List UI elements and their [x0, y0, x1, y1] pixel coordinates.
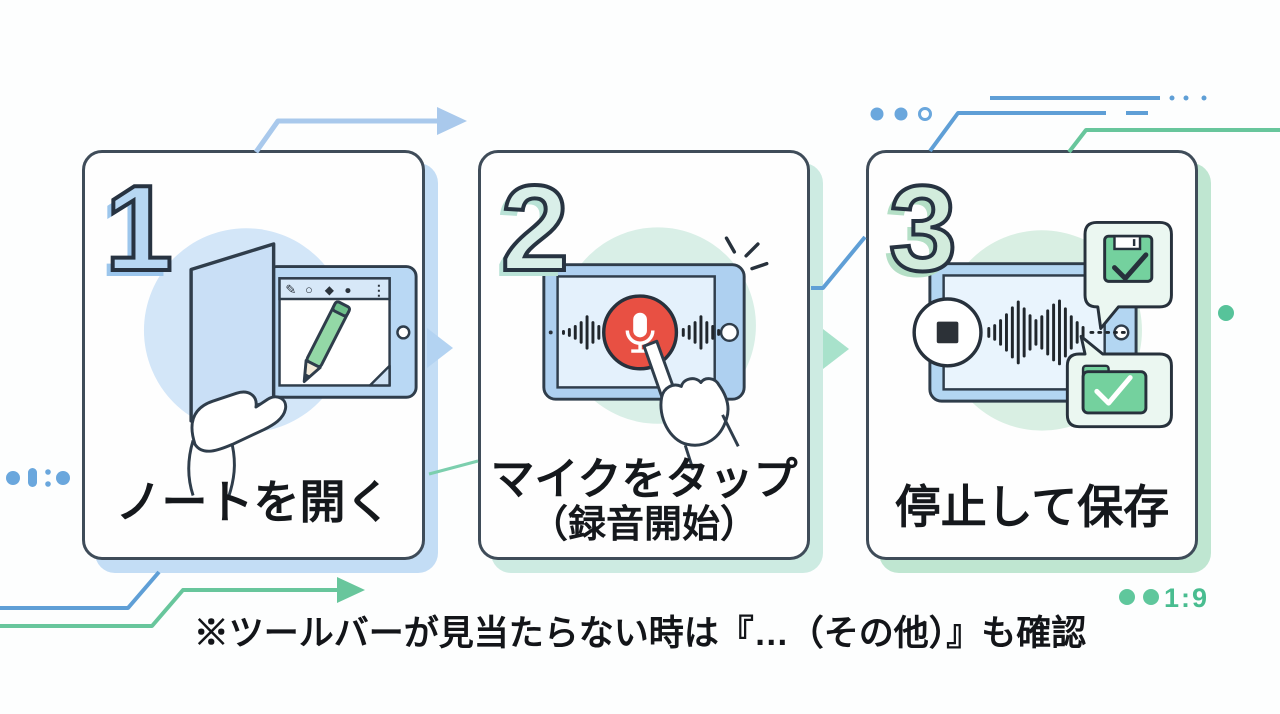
bottom-left-blue-line [0, 570, 161, 610]
step-number: 3 [887, 158, 959, 298]
folder-saved-icon [1081, 364, 1148, 415]
more-icon: ⋮ [372, 283, 386, 298]
gap-blue-connector [811, 235, 867, 290]
step-1-illustration: ✎ ○ ◆ ● ⋮ [143, 228, 418, 498]
step-number: 2 [499, 158, 571, 298]
home-button-icon [396, 325, 411, 340]
arrow-step1-to-step2 [427, 328, 453, 368]
step-2-illustration [542, 227, 769, 471]
top-left-arrow-icon [253, 107, 467, 154]
mic-button [602, 294, 679, 371]
step-2-label: マイクをタップ [490, 455, 798, 504]
pen-icon: ✎ [285, 282, 296, 297]
top-right-green-line [1067, 128, 1280, 154]
waveform-left-icon [562, 315, 607, 350]
home-button-icon [719, 322, 740, 342]
left-ratio-marker-icon [6, 468, 70, 487]
notebook-cover-icon [189, 242, 276, 423]
footnote-text: ※ツールバーが見当たらない時は『…（その他）』も確認 [193, 614, 1087, 653]
save-speech-bubble [1083, 220, 1173, 330]
step-2-card: 2 マイクをタップ （録音開始） [478, 150, 810, 560]
hand-icon [187, 390, 288, 498]
step-2-sublabel: （録音開始） [529, 504, 758, 546]
pointing-hand-icon [642, 339, 740, 471]
ink-icon: ● [344, 284, 351, 297]
camera-dot-icon [548, 330, 553, 335]
tablet-icon: ✎ ○ ◆ ● ⋮ [265, 265, 418, 399]
pencil-icon [302, 300, 351, 383]
step-3-card: 3 停止して保存 [866, 150, 1198, 560]
gap-green-connector [428, 459, 479, 476]
right-green-dot [1218, 305, 1234, 321]
step-1-card: ✎ ○ ◆ ● ⋮ 1 ノートを [82, 150, 425, 560]
stop-icon [936, 321, 959, 344]
step-number: 1 [103, 158, 175, 298]
step-3-label: 停止して保存 [894, 481, 1170, 533]
folder-speech-bubble [1065, 334, 1173, 429]
bottom-right-ratio-label: 1:9 [1164, 583, 1210, 613]
toolbar-strip [278, 277, 391, 301]
step-1-label: ノートを開く [115, 476, 392, 528]
floppy-save-icon [1103, 234, 1154, 283]
top-right-blue-lines [928, 96, 1160, 153]
check-icon [1112, 252, 1149, 281]
top-right-mini-dots-icon [1169, 95, 1207, 101]
top-dots-icon [870, 107, 932, 121]
lasso-icon: ○ [305, 282, 313, 297]
waveform-icon [987, 299, 1132, 366]
eraser-icon: ◆ [325, 284, 335, 297]
step-3-illustration [912, 220, 1173, 431]
check-icon [1094, 375, 1133, 406]
waveform-right-icon [681, 315, 721, 350]
bottom-right-dots-icon [1119, 589, 1159, 605]
page-curl-icon [368, 364, 391, 387]
stop-button [912, 297, 983, 368]
sparkle-icon [724, 236, 769, 271]
arrow-step2-to-step3 [823, 329, 849, 369]
